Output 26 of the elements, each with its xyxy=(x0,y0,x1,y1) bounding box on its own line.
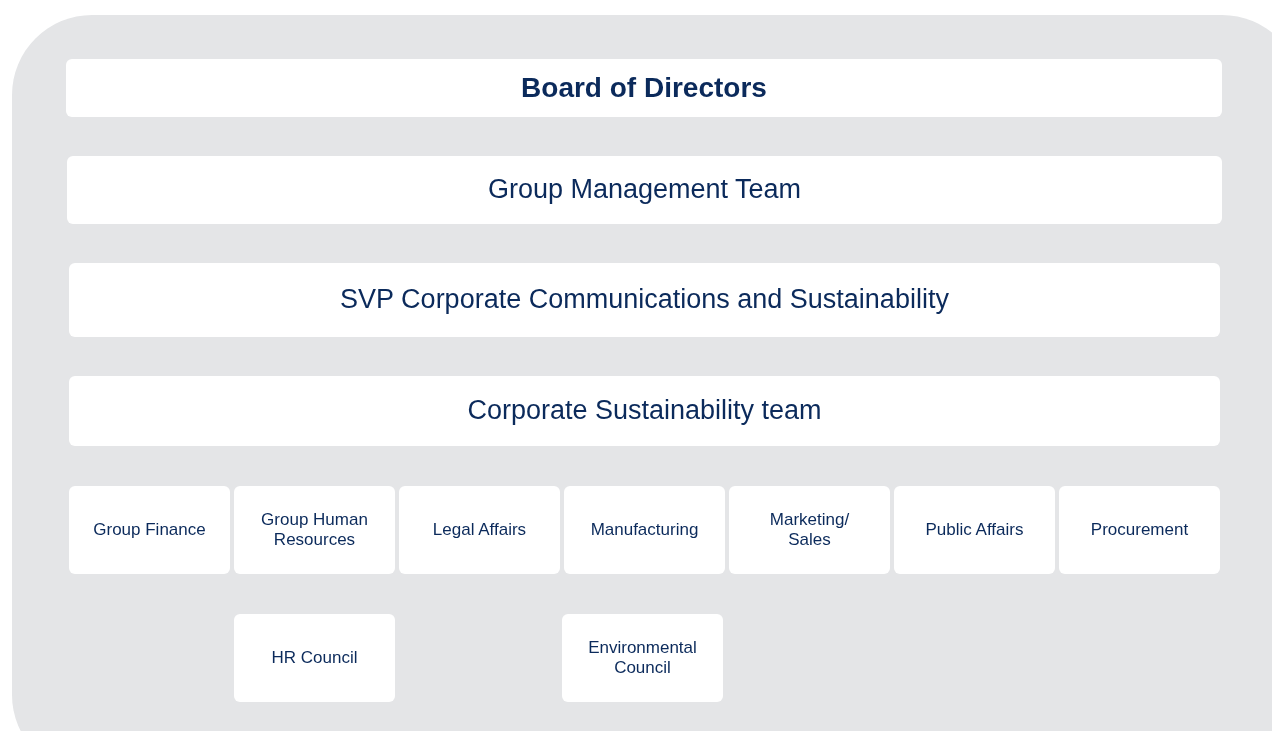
box-label: HR Council xyxy=(271,648,358,668)
box-label: Group Human Resources xyxy=(260,510,369,550)
org-box xyxy=(69,263,1220,337)
org-box xyxy=(729,486,890,574)
box-label: Procurement xyxy=(1090,520,1189,540)
box-label: Group Management Team xyxy=(487,174,802,206)
org-box xyxy=(564,486,725,574)
org-box xyxy=(562,614,723,702)
box-label: Legal Affairs xyxy=(432,520,527,540)
box-label: Corporate Sustainability team xyxy=(467,395,822,427)
org-box xyxy=(67,156,1222,224)
org-box xyxy=(1059,486,1220,574)
org-box xyxy=(234,614,395,702)
box-label: Marketing/ Sales xyxy=(768,510,851,550)
org-box xyxy=(69,486,230,574)
box-label: Board of Directors xyxy=(521,71,767,105)
org-box xyxy=(894,486,1055,574)
org-box xyxy=(66,59,1222,117)
box-label: Manufacturing xyxy=(590,520,699,540)
org-box xyxy=(69,376,1220,446)
box-label: Public Affairs xyxy=(925,520,1024,540)
org-box xyxy=(234,486,395,574)
box-label: SVP Corporate Communications and Sustainability xyxy=(340,284,949,316)
box-label: Group Finance xyxy=(93,520,206,540)
box-label: Environmental Council xyxy=(587,638,698,678)
org-box xyxy=(399,486,560,574)
